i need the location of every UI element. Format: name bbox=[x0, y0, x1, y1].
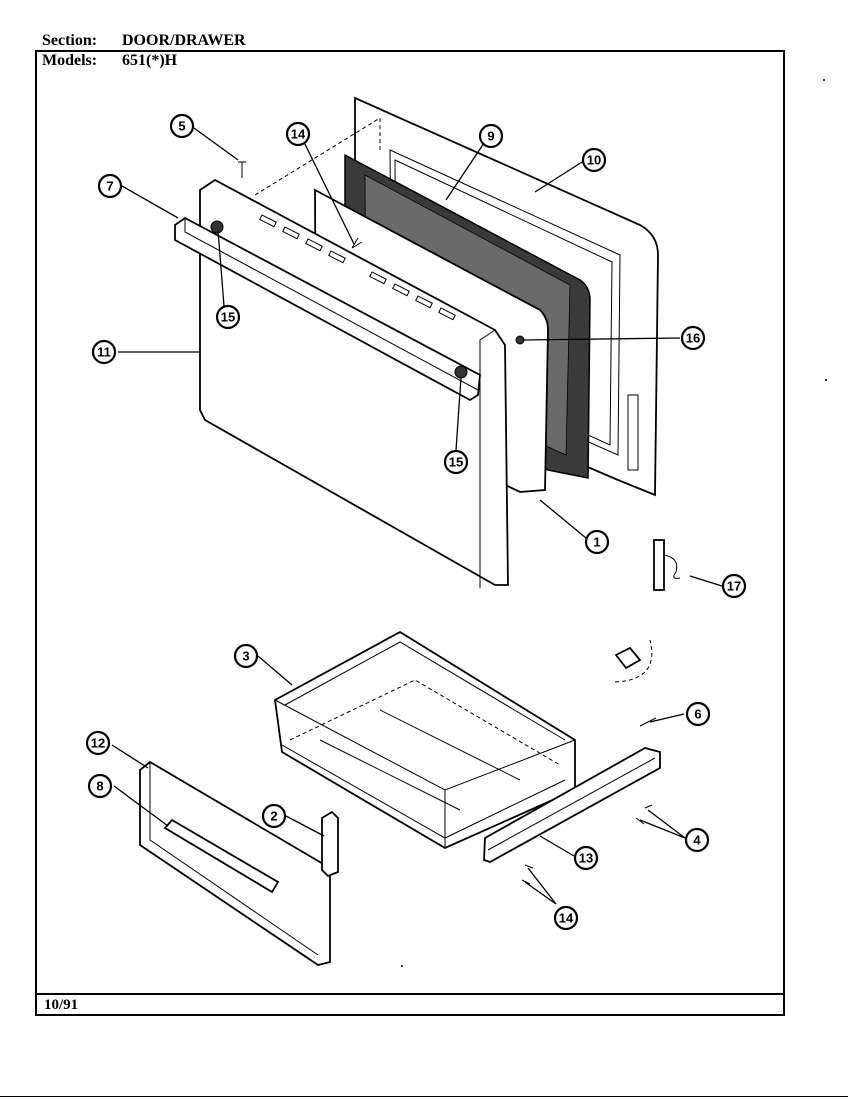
callout-14-lower: 14 bbox=[553, 905, 579, 931]
svg-text:12: 12 bbox=[91, 736, 105, 751]
svg-text:1: 1 bbox=[593, 535, 600, 550]
part-14-lower-fasteners bbox=[521, 864, 534, 885]
section-value: DOOR/DRAWER bbox=[122, 32, 246, 49]
callout-12: 12 bbox=[85, 730, 111, 756]
callout-3: 3 bbox=[233, 643, 259, 669]
models-value: 651(*)H bbox=[122, 52, 178, 69]
svg-text:2: 2 bbox=[270, 809, 277, 824]
svg-text:14: 14 bbox=[559, 911, 574, 926]
footer-divider bbox=[35, 993, 785, 995]
small-fasteners bbox=[238, 161, 525, 345]
part-7-door-handle bbox=[174, 216, 481, 402]
part-8-drawer-handle bbox=[163, 818, 280, 894]
footer-date: 10/91 bbox=[44, 997, 79, 1013]
callout-11: 11 bbox=[91, 339, 117, 365]
callout-14-upper: 14 bbox=[285, 121, 311, 147]
door-vent-slots bbox=[259, 214, 456, 321]
svg-text:17: 17 bbox=[727, 579, 741, 594]
models-label: Models: bbox=[42, 52, 98, 69]
callout-9: 9 bbox=[478, 123, 504, 149]
callout-8: 8 bbox=[87, 773, 113, 799]
models-header: Models: 651(*)H bbox=[42, 52, 177, 70]
svg-text:3: 3 bbox=[242, 649, 249, 664]
callout-15-lower: 15 bbox=[443, 449, 469, 475]
callout-16: 16 bbox=[680, 325, 706, 351]
callout-15-upper: 15 bbox=[215, 304, 241, 330]
part-15-handle-screws bbox=[210, 220, 468, 379]
part-2-side-bracket bbox=[321, 810, 339, 878]
callout-17: 17 bbox=[721, 573, 747, 599]
svg-text:8: 8 bbox=[96, 779, 103, 794]
callout-4: 4 bbox=[684, 827, 710, 853]
svg-text:14: 14 bbox=[291, 127, 306, 142]
callout-2: 2 bbox=[261, 803, 287, 829]
svg-text:6: 6 bbox=[694, 707, 701, 722]
svg-text:10: 10 bbox=[587, 153, 601, 168]
page-specks bbox=[401, 79, 827, 967]
callout-5: 5 bbox=[169, 113, 195, 139]
part-13-drawer-glide bbox=[483, 747, 661, 863]
callout-1: 1 bbox=[584, 529, 610, 555]
svg-text:5: 5 bbox=[178, 119, 185, 134]
part-17-hinge bbox=[653, 539, 681, 591]
svg-text:9: 9 bbox=[487, 129, 494, 144]
assembly-guide-line bbox=[254, 117, 381, 196]
svg-text:13: 13 bbox=[579, 851, 593, 866]
diagram-frame bbox=[35, 50, 785, 1016]
svg-text:7: 7 bbox=[106, 179, 113, 194]
page-bottom-rule bbox=[0, 1096, 848, 1097]
callout-7: 7 bbox=[97, 173, 123, 199]
part-6-screw-and-clip bbox=[614, 639, 657, 727]
section-header: Section: DOOR/DRAWER bbox=[42, 32, 246, 50]
leader-lines bbox=[111, 127, 723, 905]
callout-6: 6 bbox=[685, 701, 711, 727]
callout-10: 10 bbox=[581, 147, 607, 173]
svg-text:15: 15 bbox=[221, 310, 235, 325]
svg-text:4: 4 bbox=[693, 833, 701, 848]
section-label: Section: bbox=[42, 32, 98, 49]
svg-text:16: 16 bbox=[686, 331, 700, 346]
part-4-fasteners bbox=[635, 804, 653, 825]
svg-text:11: 11 bbox=[97, 345, 111, 360]
svg-text:15: 15 bbox=[449, 455, 463, 470]
callout-13: 13 bbox=[573, 845, 599, 871]
